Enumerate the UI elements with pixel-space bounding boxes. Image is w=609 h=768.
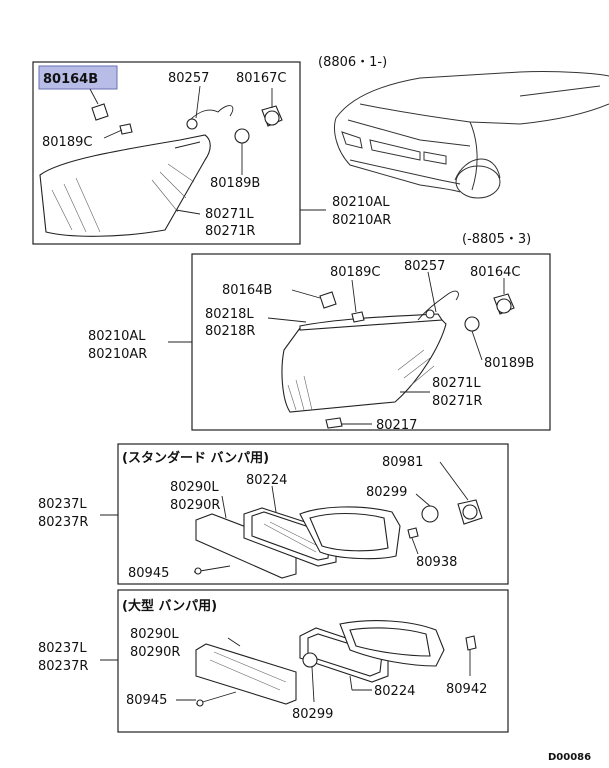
- upper-assembly-box: [32, 61, 301, 245]
- label-80218L[interactable]: 80218L: [205, 307, 254, 322]
- label-80271R-mid[interactable]: 80271R: [432, 394, 482, 409]
- label-80290R-std[interactable]: 80290R: [170, 498, 220, 513]
- label-80237R-std[interactable]: 80237R: [38, 515, 88, 530]
- header-standard-bumper: (スタンダード バンパ用): [122, 450, 269, 466]
- label-80981[interactable]: 80981: [382, 455, 423, 470]
- label-80237R-lg[interactable]: 80237R: [38, 659, 88, 674]
- label-80224-std[interactable]: 80224: [246, 473, 287, 488]
- standard-leader-lines: [100, 461, 469, 555]
- middle-lens-illustration: [281, 313, 447, 429]
- large-leader-lines: [100, 637, 471, 703]
- upper-small-parts: [91, 103, 283, 144]
- label-80945-lg[interactable]: 80945: [126, 693, 167, 708]
- date-code-upper: (8806・1-): [318, 55, 387, 70]
- label-80938[interactable]: 80938: [416, 555, 457, 570]
- large-lamp-illustration: [195, 620, 477, 707]
- standard-bumper-box: [117, 443, 509, 585]
- upper-leader-lines: [89, 85, 326, 215]
- label-80189C-mid[interactable]: 80189C: [330, 265, 380, 280]
- label-80290L-std[interactable]: 80290L: [170, 480, 219, 495]
- highlight-80164B[interactable]: [38, 65, 118, 90]
- middle-leader-lines: [168, 271, 505, 425]
- large-bumper-box: [117, 589, 509, 733]
- label-80224-lg[interactable]: 80224: [374, 684, 415, 699]
- label-80257-top[interactable]: 80257: [168, 71, 209, 86]
- car-illustration: [334, 70, 609, 199]
- label-80942[interactable]: 80942: [446, 682, 487, 697]
- label-80164B-mid[interactable]: 80164B: [222, 283, 272, 298]
- label-80237L-lg[interactable]: 80237L: [38, 641, 87, 656]
- label-80164C[interactable]: 80164C: [470, 265, 520, 280]
- label-80217[interactable]: 80217: [376, 418, 417, 433]
- label-80271L-top[interactable]: 80271L: [205, 207, 254, 222]
- label-80210AL-top[interactable]: 80210AL: [332, 195, 390, 210]
- label-80290L-lg[interactable]: 80290L: [130, 627, 179, 642]
- label-80210AL-mid[interactable]: 80210AL: [88, 329, 146, 344]
- standard-lamp-illustration: [193, 499, 483, 579]
- date-code-lower: (-8805・3): [462, 232, 531, 247]
- label-80257-mid[interactable]: 80257: [404, 259, 445, 274]
- label-80164B-top[interactable]: 80164B: [43, 72, 98, 87]
- upper-lens-illustration: [39, 134, 211, 237]
- label-80299-std[interactable]: 80299: [366, 485, 407, 500]
- label-80210AR-top[interactable]: 80210AR: [332, 213, 391, 228]
- label-80271L-mid[interactable]: 80271L: [432, 376, 481, 391]
- label-80290R-lg[interactable]: 80290R: [130, 645, 180, 660]
- label-80237L-std[interactable]: 80237L: [38, 497, 87, 512]
- header-large-bumper: (大型 バンパ用): [122, 598, 217, 614]
- label-80210AR-mid[interactable]: 80210AR: [88, 347, 147, 362]
- middle-small-parts: [319, 290, 515, 332]
- label-80945-std[interactable]: 80945: [128, 566, 169, 581]
- label-80189B-mid[interactable]: 80189B: [484, 356, 534, 371]
- label-80218R[interactable]: 80218R: [205, 324, 255, 339]
- label-80167C[interactable]: 80167C: [236, 71, 286, 86]
- label-80189C-top[interactable]: 80189C: [42, 135, 92, 150]
- label-80271R-top[interactable]: 80271R: [205, 224, 255, 239]
- diagram-code: D00086: [548, 752, 591, 763]
- label-80299-lg[interactable]: 80299: [292, 707, 333, 722]
- label-80189B-top[interactable]: 80189B: [210, 176, 260, 191]
